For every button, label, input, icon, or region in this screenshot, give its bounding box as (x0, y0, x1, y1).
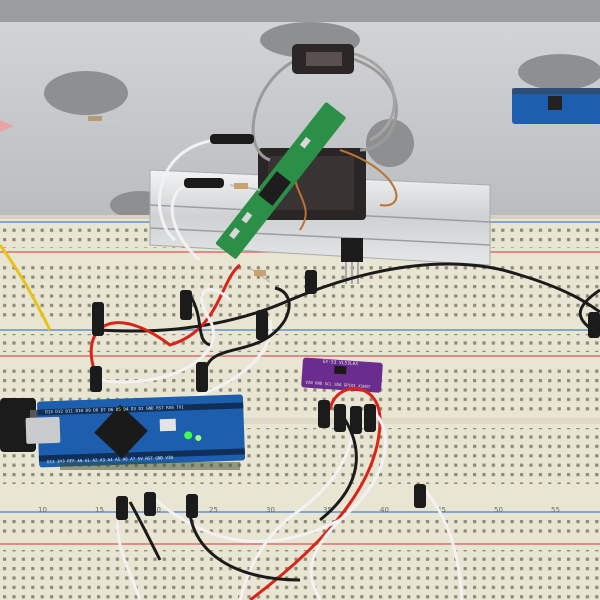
arduino-pin-labels-top: D13 D12 D11 D10 D9 D8 D7 D6 D5 D4 D3 D2 … (45, 404, 184, 414)
resistor (229, 183, 261, 191)
wire-end-black (184, 178, 224, 188)
wire-white (309, 408, 387, 600)
arduino-header-bottom (60, 462, 240, 470)
wire-black (188, 294, 211, 347)
sensor-board-pins: VIN GND SCL SDA GPIO1 XSHUT (305, 380, 371, 390)
microcontroller-chip (94, 404, 148, 459)
wire-end-black (350, 406, 362, 434)
column-number: 35 (323, 506, 332, 514)
background-spot (366, 119, 414, 167)
wire-white (423, 489, 464, 600)
wire-red (89, 263, 241, 373)
wire-copper (339, 149, 398, 207)
wire-end-black (334, 404, 346, 432)
sensor-board-label: GY-53 VL53L0X (323, 359, 359, 367)
column-number: 40 (380, 506, 389, 514)
wire-red (249, 387, 382, 600)
wire-end-black (196, 362, 208, 392)
wire-end-black (414, 484, 426, 508)
wire-black (94, 262, 600, 333)
wire-white (170, 183, 201, 262)
wire-white (238, 409, 355, 600)
sensor-chip (334, 365, 347, 375)
wire-end-black (186, 494, 198, 518)
wire-end-black (144, 492, 156, 516)
breadboard-column-numbers: 10 15 20 25 30 35 40 45 50 55 (38, 506, 560, 514)
wire-end-black (180, 290, 192, 320)
background-arduino (512, 88, 600, 124)
arduino-nano-board: D13 D12 D11 D10 D9 D8 D7 D6 D5 D4 D3 D2 … (25, 394, 246, 468)
tof-sensor-board: GY-53 VL53L0X VIN GND SCL SDA GPIO1 XSHU… (301, 357, 383, 393)
led-green (195, 434, 202, 441)
wire-end-black (364, 404, 376, 432)
wire-end-black (90, 366, 102, 392)
column-number: 25 (209, 506, 218, 514)
arduino-pin-labels-bottom: D13 3V3 REF A0 A1 A2 A3 A4 A5 A6 A7 5V R… (47, 455, 174, 464)
column-number: 30 (266, 506, 275, 514)
column-number: 15 (95, 506, 104, 514)
wire-white (99, 288, 232, 384)
background-spot (44, 71, 128, 115)
resistor (249, 267, 271, 283)
column-number: 50 (494, 506, 503, 514)
sensor-clip-opening (306, 52, 342, 66)
wire-black (319, 411, 358, 522)
usb-port (25, 416, 61, 444)
wire-black (128, 501, 162, 561)
led-green (184, 431, 193, 440)
laptop-edge (0, 0, 600, 22)
wire-end-black (92, 302, 104, 336)
wire-black (203, 286, 291, 373)
wire-end-black (305, 270, 317, 294)
green-driver-board (215, 102, 346, 259)
reset-button (159, 418, 177, 432)
wire-end-black (318, 400, 330, 428)
wire-white (158, 138, 216, 242)
wire-white (148, 493, 341, 543)
pencil-tip (0, 120, 14, 132)
background-resistor (88, 116, 102, 121)
wire-end-black (116, 496, 128, 520)
wire-yellow (0, 244, 52, 331)
wire-end-black (256, 310, 268, 340)
wire-end-black (210, 134, 254, 144)
wire-grey (251, 56, 301, 162)
column-number: 10 (38, 506, 47, 514)
column-number: 45 (437, 506, 446, 514)
column-number: 55 (551, 506, 560, 514)
wire-grey (349, 56, 398, 152)
background-spot (518, 54, 600, 90)
column-number: 20 (152, 506, 161, 514)
wire-grey (344, 50, 396, 142)
wire-end-black (588, 312, 600, 338)
